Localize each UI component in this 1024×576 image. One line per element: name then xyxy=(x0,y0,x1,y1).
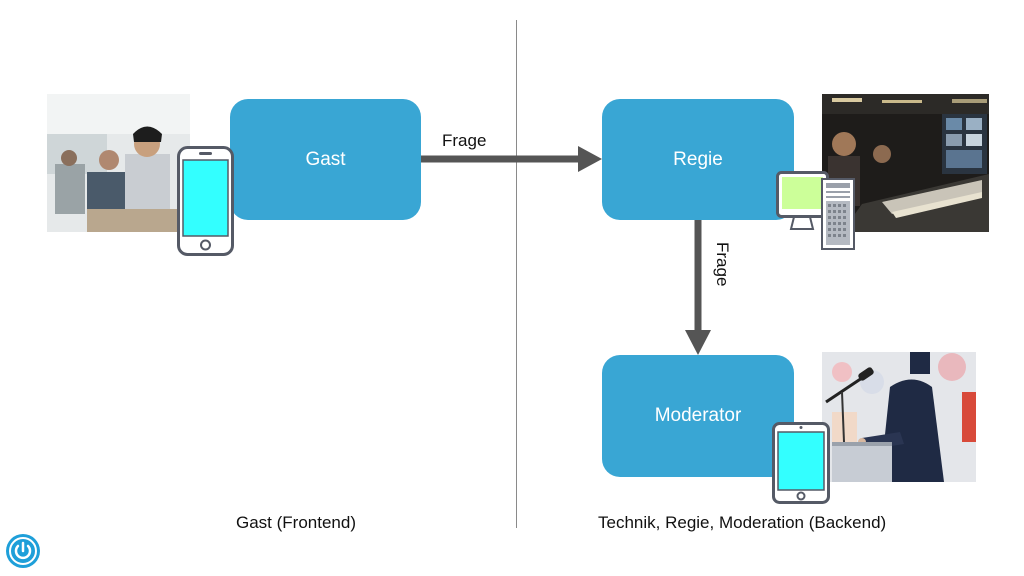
audience-photo xyxy=(47,94,190,232)
computer-icon xyxy=(776,171,856,251)
arrow-regie-to-moderator xyxy=(685,220,711,355)
arrow-gast-to-regie xyxy=(421,146,602,172)
section-label-backend: Technik, Regie, Moderation (Backend) xyxy=(598,513,887,532)
tablet-icon xyxy=(772,422,830,504)
power-logo-icon xyxy=(6,534,40,568)
edge-label-gast-regie: Frage xyxy=(442,131,487,150)
speaker-photo xyxy=(822,352,976,482)
section-label-frontend: Gast (Frontend) xyxy=(236,513,356,532)
gast-node: Gast xyxy=(230,99,421,220)
section-divider xyxy=(516,20,517,528)
edge-label-regie-moderator: Frage xyxy=(713,242,732,287)
moderator-node: Moderator xyxy=(602,355,794,477)
regie-node: Regie xyxy=(602,99,794,220)
smartphone-icon xyxy=(177,146,234,256)
